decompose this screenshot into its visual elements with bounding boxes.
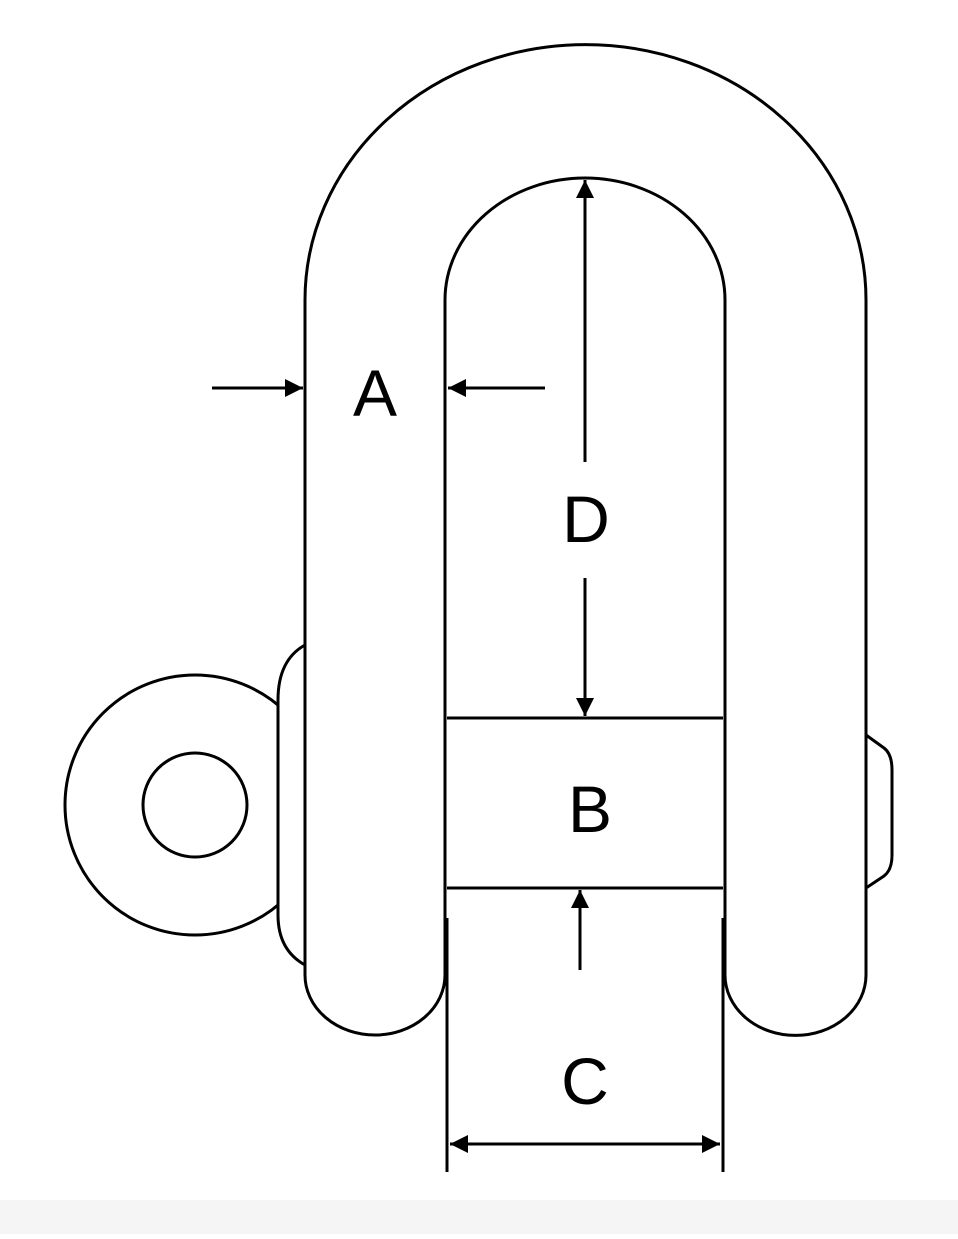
pin-collar bbox=[276, 643, 307, 967]
bottom-band bbox=[0, 1200, 958, 1234]
label-a: A bbox=[353, 356, 397, 430]
pin-end-right bbox=[864, 733, 894, 890]
pin-eye-hole bbox=[141, 751, 249, 859]
label-d: D bbox=[562, 482, 610, 556]
shackle-body bbox=[303, 43, 868, 1037]
label-b: B bbox=[568, 772, 612, 846]
label-c: C bbox=[561, 1044, 609, 1118]
